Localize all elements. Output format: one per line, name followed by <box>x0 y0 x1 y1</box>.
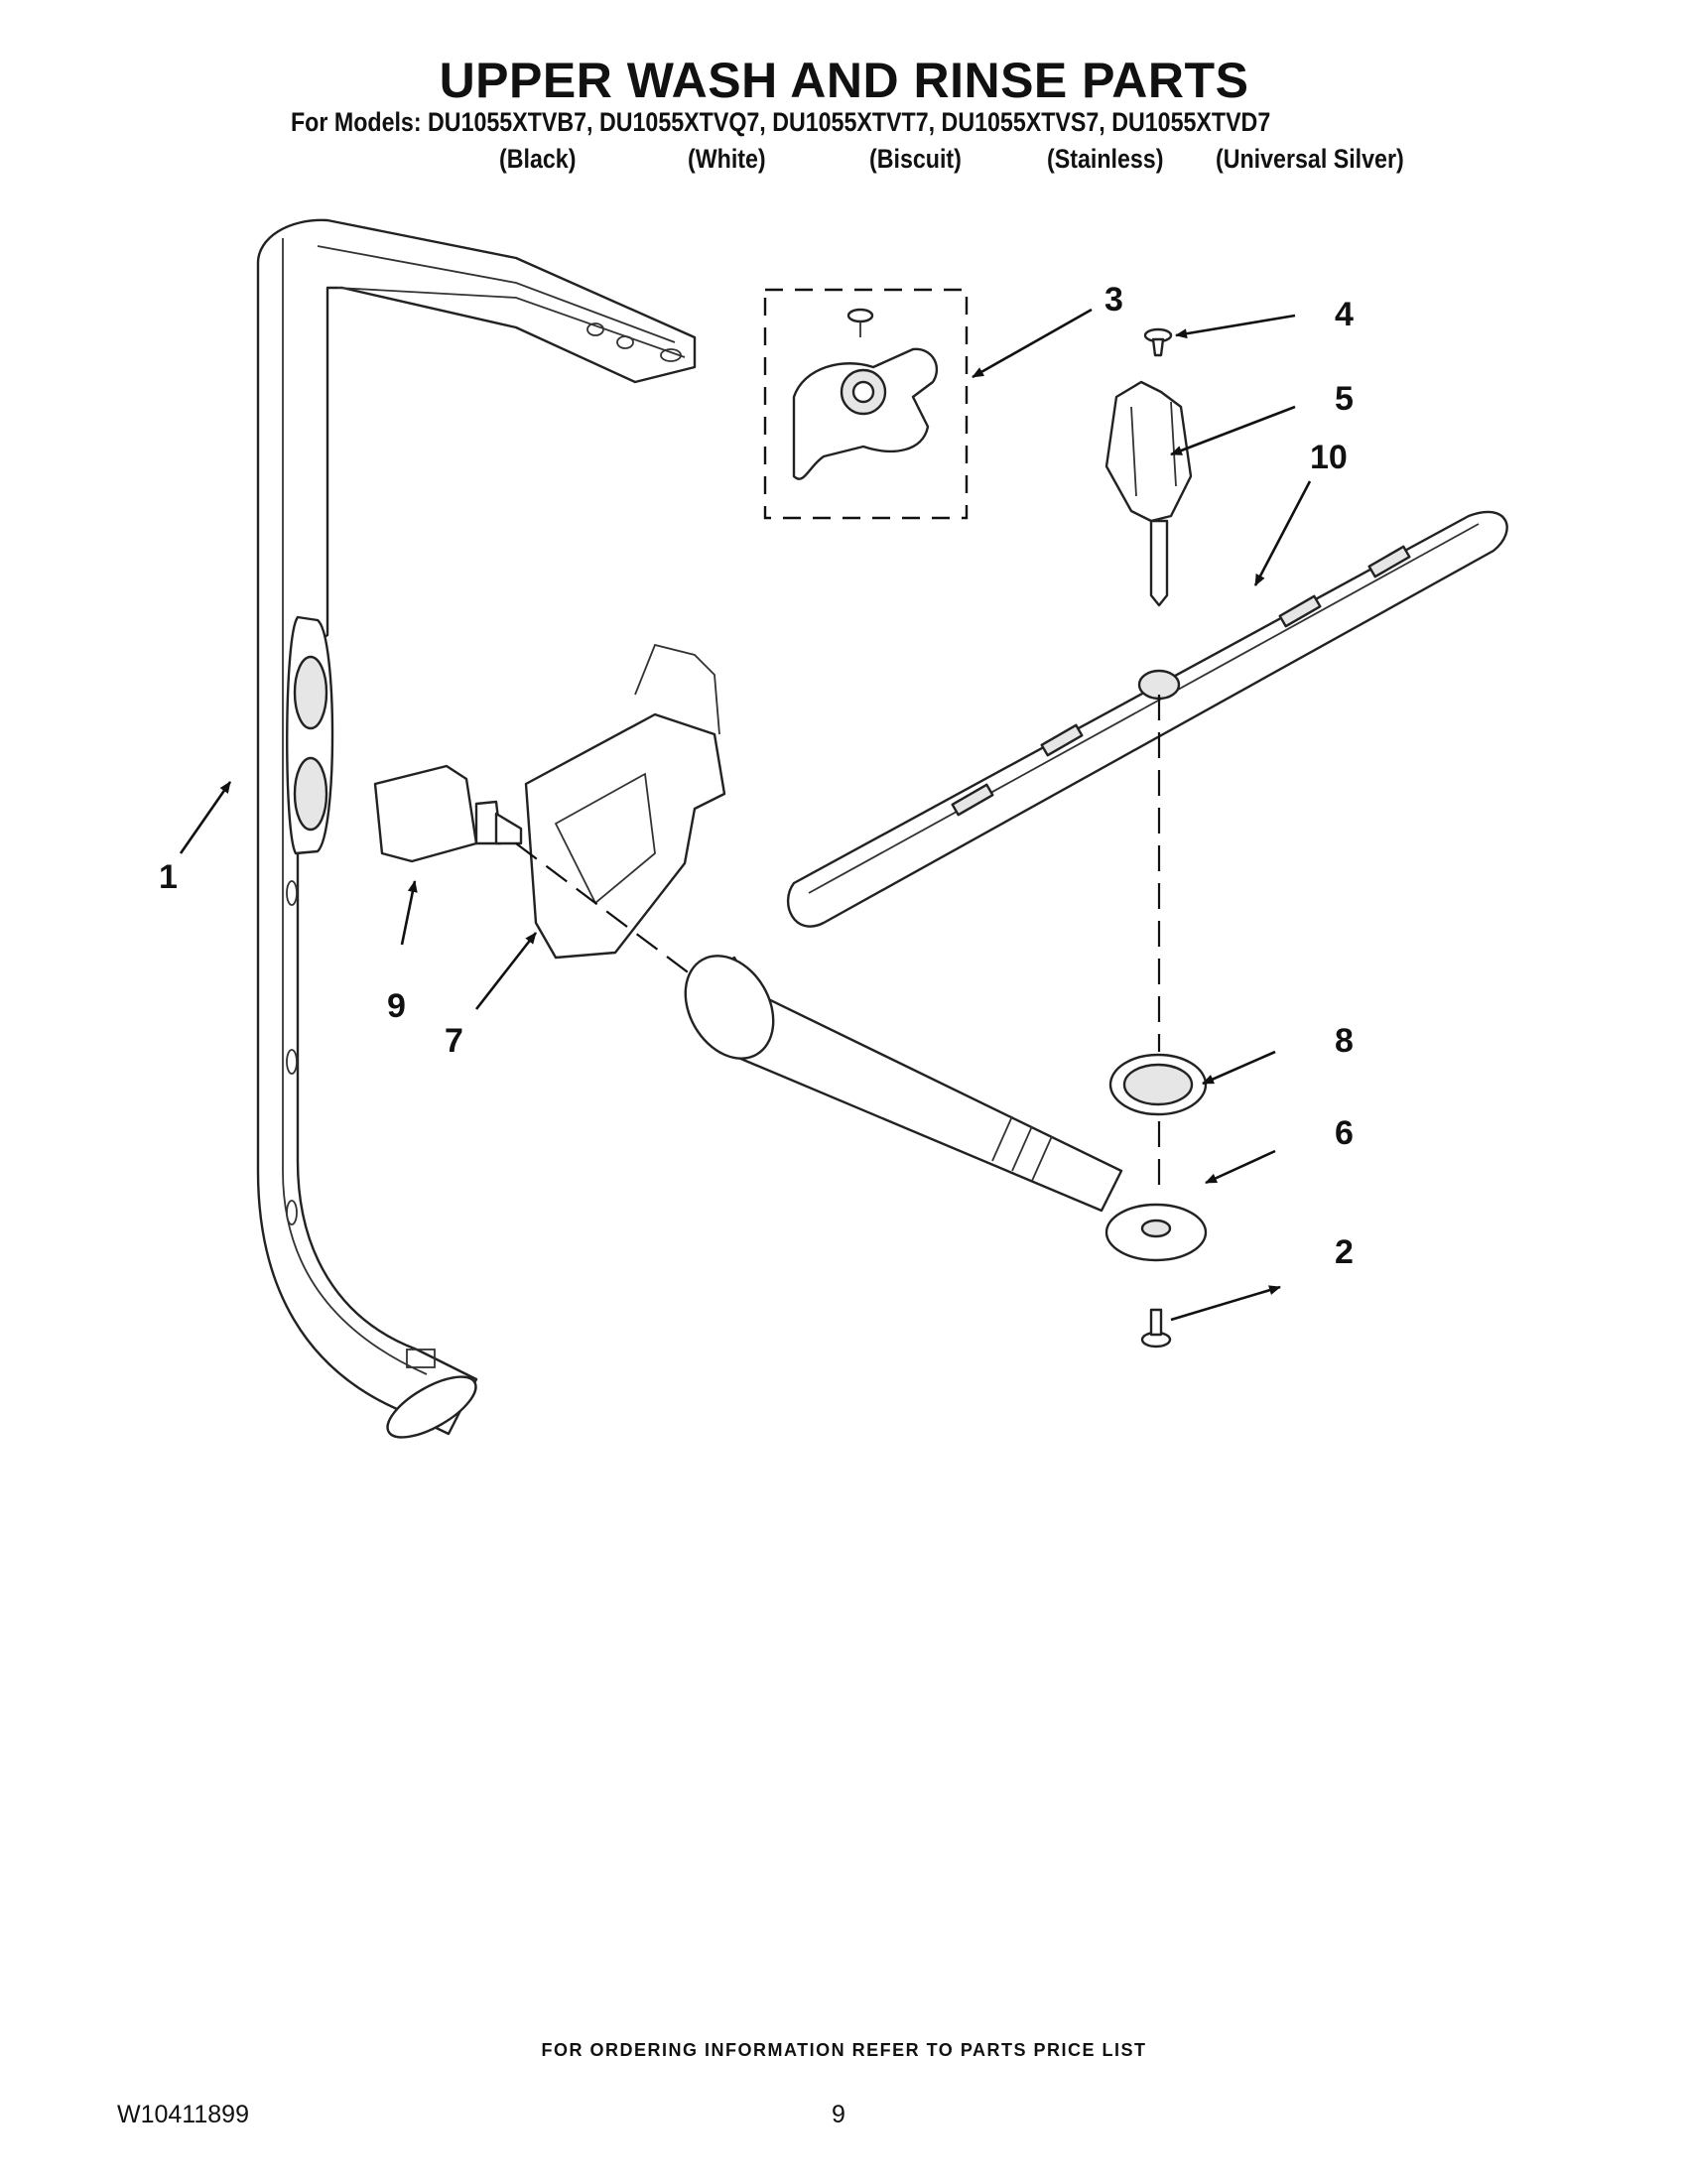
screw-part-4 <box>1143 327 1173 357</box>
callout-10: 10 <box>1310 439 1348 476</box>
callout-5: 5 <box>1335 380 1354 418</box>
spray-arm-mount-part <box>1104 380 1193 607</box>
callout-9: 9 <box>387 987 406 1025</box>
page-title: UPPER WASH AND RINSE PARTS <box>439 53 1249 108</box>
callout-1: 1 <box>159 858 178 896</box>
page-number: 9 <box>832 2101 845 2128</box>
callout-3: 3 <box>1104 281 1123 319</box>
leader-arrow-9 <box>400 880 418 946</box>
color-label-biscuit: (Biscuit) <box>869 144 962 174</box>
supply-tube-part <box>256 218 697 1439</box>
leader-arrow-3 <box>972 308 1093 379</box>
hub-part <box>1104 1203 1208 1262</box>
tube-support-clip-part <box>524 643 726 960</box>
screw-part-2 <box>1140 1308 1172 1349</box>
leader-arrow-4 <box>1175 314 1296 339</box>
leader-arrow-1 <box>179 781 232 854</box>
callout-8: 8 <box>1335 1022 1354 1060</box>
color-label-black: (Black) <box>499 144 577 174</box>
leader-arrow-6 <box>1205 1149 1276 1185</box>
leader-arrow-2 <box>1170 1285 1281 1322</box>
callout-6: 6 <box>1335 1114 1354 1152</box>
leader-arrow-8 <box>1202 1050 1276 1086</box>
callout-7: 7 <box>445 1022 463 1060</box>
diverter-valve-part <box>373 764 523 863</box>
leader-arrow-5 <box>1170 405 1296 456</box>
leader-arrow-10 <box>1253 480 1312 586</box>
upper-spray-arm-part <box>786 510 1508 928</box>
document-number: W10411899 <box>117 2101 249 2128</box>
color-label-white: (White) <box>688 144 766 174</box>
leader-arrow-7 <box>474 932 538 1010</box>
callout-4: 4 <box>1335 296 1354 333</box>
color-label-stainless: (Stainless) <box>1047 144 1164 174</box>
lower-supply-tube-part <box>684 955 1123 1213</box>
ordering-note: FOR ORDERING INFORMATION REFER TO PARTS … <box>541 2040 1147 2060</box>
alternate-part-box <box>763 288 969 520</box>
color-label-universal-silver: (Universal Silver) <box>1216 144 1404 174</box>
bracket-assembly-part <box>792 308 939 480</box>
retaining-ring-part <box>1108 1053 1208 1116</box>
callout-2: 2 <box>1335 1233 1354 1271</box>
models-line: For Models: DU1055XTVB7, DU1055XTVQ7, DU… <box>291 107 1271 137</box>
